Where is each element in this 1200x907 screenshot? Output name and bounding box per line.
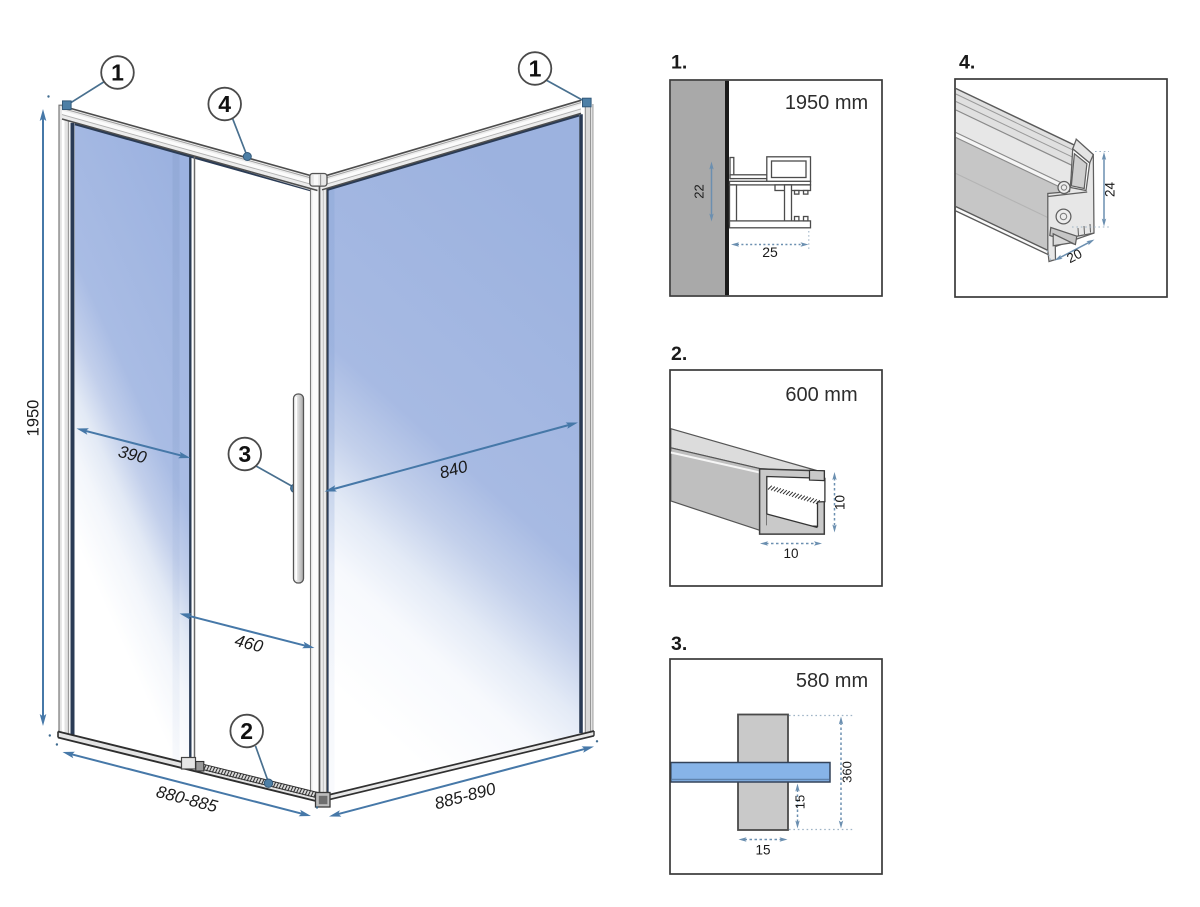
svg-text:1950: 1950 [25, 400, 43, 437]
svg-text:22: 22 [692, 184, 707, 198]
svg-text:3: 3 [238, 441, 251, 467]
svg-text:25: 25 [762, 244, 778, 260]
svg-text:3.: 3. [671, 633, 687, 655]
svg-text:10: 10 [783, 546, 798, 561]
svg-text:360: 360 [840, 761, 855, 783]
svg-text:10: 10 [833, 495, 848, 510]
svg-text:2: 2 [240, 718, 253, 744]
svg-text:2.: 2. [671, 343, 687, 365]
svg-text:580 mm: 580 mm [796, 670, 868, 692]
svg-text:885-890: 885-890 [433, 779, 499, 813]
svg-text:600 mm: 600 mm [785, 384, 857, 406]
svg-text:1950 mm: 1950 mm [785, 92, 868, 114]
svg-text:880-885: 880-885 [154, 782, 220, 816]
svg-text:15: 15 [755, 843, 770, 858]
svg-text:20: 20 [1064, 246, 1084, 266]
svg-text:4.: 4. [959, 52, 975, 74]
svg-text:4: 4 [218, 91, 231, 117]
svg-text:1: 1 [529, 56, 542, 82]
svg-text:1.: 1. [671, 52, 687, 74]
svg-text:24: 24 [1103, 182, 1118, 198]
svg-text:1: 1 [111, 60, 124, 86]
svg-text:15: 15 [793, 795, 808, 809]
